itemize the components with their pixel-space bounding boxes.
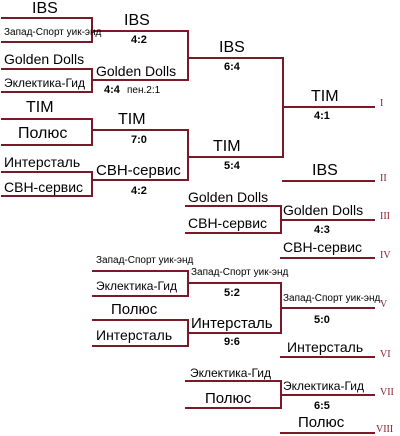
team-label: Эклектика-Гид (190, 366, 271, 380)
team-label: Интерсталь (96, 327, 173, 343)
score-label: 4:4 (104, 84, 120, 96)
team-label: Полюс (18, 125, 68, 142)
team-label: Эклектика-Гид (4, 76, 85, 90)
score-label: 7:0 (131, 134, 147, 146)
team-label: Полюс (298, 414, 345, 431)
score-label: 6:4 (224, 61, 240, 73)
winner-label: СВН-сервис (96, 162, 181, 179)
place-label: II (380, 173, 387, 184)
team-label: IBS (32, 0, 58, 17)
team-label: СВН-сервис (188, 215, 268, 231)
winner-label: Интерсталь (191, 315, 273, 332)
winner-label: Golden Dolls (283, 202, 364, 218)
place-label: V (380, 299, 388, 310)
place-label: VII (380, 387, 394, 398)
winner-label: IBS (124, 12, 150, 29)
team-label: Интерсталь (287, 339, 364, 355)
score-label: 5:0 (314, 314, 330, 326)
team-label: Golden Dolls (4, 51, 85, 67)
score-label: 9:6 (224, 336, 240, 348)
team-label: Интерсталь (4, 154, 81, 170)
team-label: TIM (26, 99, 54, 116)
winner-label: IBS (219, 39, 245, 56)
place-label: VI (380, 349, 391, 360)
team-label: Запад-Спорт уик-энд (96, 255, 194, 266)
champion-label: TIM (311, 88, 339, 105)
place-label: III (380, 211, 390, 222)
team-label: Полюс (205, 390, 252, 407)
score-label: 6:5 (314, 400, 330, 412)
score-label: 4:2 (131, 185, 147, 197)
score-label: 4:3 (314, 224, 330, 236)
team-label: Полюс (111, 301, 158, 318)
score-label: 4:2 (131, 34, 147, 46)
team-label: IBS (312, 162, 338, 179)
winner-label: Golden Dolls (96, 63, 177, 79)
score-label: 4:1 (314, 110, 330, 122)
score-label: 5:2 (224, 287, 240, 299)
team-label: Golden Dolls (188, 189, 269, 205)
winner-label: TIM (118, 111, 146, 128)
team-label: СВН-сервис (4, 179, 84, 195)
score-label: 5:4 (224, 160, 240, 172)
place-label: IV (380, 250, 391, 261)
winner-label: Запад-Спорт уик-энд (283, 293, 381, 304)
winner-label: Запад-Спорт уик-энд (191, 267, 289, 278)
team-label: Запад-Спорт уик-энд (4, 27, 102, 38)
winner-label: TIM (213, 138, 241, 155)
place-label: VIII (376, 424, 394, 435)
team-label: Эклектика-Гид (96, 279, 177, 293)
place-label: I (380, 98, 384, 109)
team-label: СВН-сервис (283, 239, 363, 255)
winner-label: Эклектика-Гид (283, 379, 364, 393)
penalty-note: пен.2:1 (127, 85, 161, 96)
